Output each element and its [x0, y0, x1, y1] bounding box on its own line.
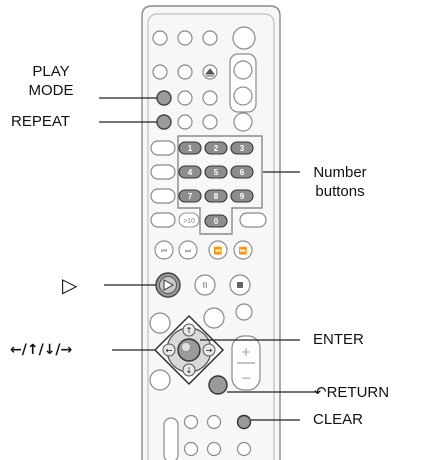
number-key-label-8: 8 — [214, 192, 219, 201]
callout-play-mode: PLAY MODE — [10, 62, 92, 100]
left-oval-buttons — [150, 140, 267, 228]
number-key-label-0: 0 — [214, 217, 219, 226]
round-button — [177, 114, 193, 130]
number-key-label-5: 5 — [214, 168, 219, 177]
number-key-2[interactable] — [204, 141, 228, 155]
down-arrow-button — [182, 363, 196, 377]
next-icon: ⏭ — [185, 247, 192, 255]
leader-lines — [99, 97, 318, 421]
number-key-7[interactable] — [178, 189, 202, 203]
bottom-rocker — [163, 417, 179, 460]
rewind-icon: ⏪ — [214, 246, 223, 255]
oval-button — [150, 212, 176, 228]
volume-up-icon: + — [241, 345, 251, 359]
number-key-8[interactable] — [204, 189, 228, 203]
number-key-label-1: 1 — [188, 144, 193, 153]
play-icon — [163, 279, 175, 291]
right-arrow-button — [202, 343, 216, 357]
callout-number-buttons-line1: Number — [313, 164, 367, 181]
number-key-label-9: 9 — [240, 192, 245, 201]
transport-row — [154, 240, 253, 260]
number-key-label-3: 3 — [240, 144, 245, 153]
next-button — [178, 240, 198, 260]
round-button — [202, 90, 218, 106]
return-button — [208, 375, 228, 395]
round-button — [233, 86, 253, 106]
oval-button — [150, 164, 176, 180]
oval-button — [150, 140, 176, 156]
prev-button — [154, 240, 174, 260]
callout-play-mode-line1: PLAY — [32, 63, 70, 80]
eject-icon — [204, 68, 216, 77]
number-key-0[interactable] — [204, 214, 228, 228]
round-button — [236, 441, 252, 457]
callout-clear: CLEAR — [313, 411, 364, 428]
power-button — [232, 26, 256, 50]
keypad-frame — [177, 135, 263, 235]
right-arrow-icon: → — [206, 346, 213, 355]
stop-icon — [237, 282, 243, 288]
number-key-label-2: 2 — [214, 144, 219, 153]
number-key-5[interactable] — [204, 165, 228, 179]
callout-return: ↶RETURN — [314, 384, 390, 401]
callout-repeat: REPEAT — [11, 113, 70, 130]
round-button — [152, 30, 168, 46]
round-button — [183, 441, 199, 457]
down-arrow-icon: ↓ — [186, 366, 193, 375]
number-key-1[interactable] — [178, 141, 202, 155]
callout-number-buttons-line2: buttons — [315, 183, 365, 200]
round-button — [183, 414, 199, 430]
callout-number-buttons: Number buttons — [300, 163, 380, 201]
pause-button — [194, 274, 216, 296]
round-button — [177, 64, 193, 80]
volume-down-icon: − — [241, 371, 251, 385]
corner-button — [149, 369, 171, 391]
round-button — [202, 30, 218, 46]
forward-icon: ⏩ — [239, 246, 248, 255]
callout-arrows: ←/↑/↓/→ — [10, 342, 73, 358]
number-key-9[interactable] — [230, 189, 254, 203]
left-arrow-button — [162, 343, 176, 357]
corner-button — [203, 307, 225, 329]
repeat-button — [156, 114, 172, 130]
oval-button — [150, 188, 176, 204]
forward-button — [233, 240, 253, 260]
corner-button — [235, 303, 253, 321]
round-button — [202, 114, 218, 130]
callout-play-mode-line2: MODE — [28, 82, 74, 99]
round-button — [206, 441, 222, 457]
prev-icon: ⏮ — [161, 247, 167, 255]
number-keypad: 1 2 3 4 5 6 7 8 9 0 — [178, 141, 254, 228]
round-button — [233, 112, 253, 132]
corner-button — [149, 312, 171, 334]
plus-ten-button — [178, 212, 200, 228]
clear-button — [236, 414, 252, 430]
oval-button — [239, 212, 267, 228]
play-mode-button — [156, 90, 172, 106]
left-arrow-icon: ← — [166, 346, 173, 355]
number-key-label-7: 7 — [188, 192, 193, 201]
round-button — [152, 64, 168, 80]
number-key-6[interactable] — [230, 165, 254, 179]
plus-ten-label: >10 — [183, 218, 195, 225]
rewind-button — [208, 240, 228, 260]
round-button — [177, 90, 193, 106]
up-arrow-icon: ↑ — [186, 326, 193, 335]
number-key-4[interactable] — [178, 165, 202, 179]
remote-inner-frame — [147, 13, 275, 460]
enter-button — [177, 338, 201, 362]
callout-play: ▷ — [62, 273, 78, 297]
up-arrow-button — [182, 323, 196, 337]
number-key-label-6: 6 — [240, 168, 245, 177]
pause-icon: II — [203, 281, 208, 290]
round-button — [177, 30, 193, 46]
round-button — [233, 60, 253, 80]
number-key-3[interactable] — [230, 141, 254, 155]
number-key-label-4: 4 — [188, 168, 193, 177]
round-button — [206, 414, 222, 430]
callout-enter: ENTER — [313, 331, 364, 348]
